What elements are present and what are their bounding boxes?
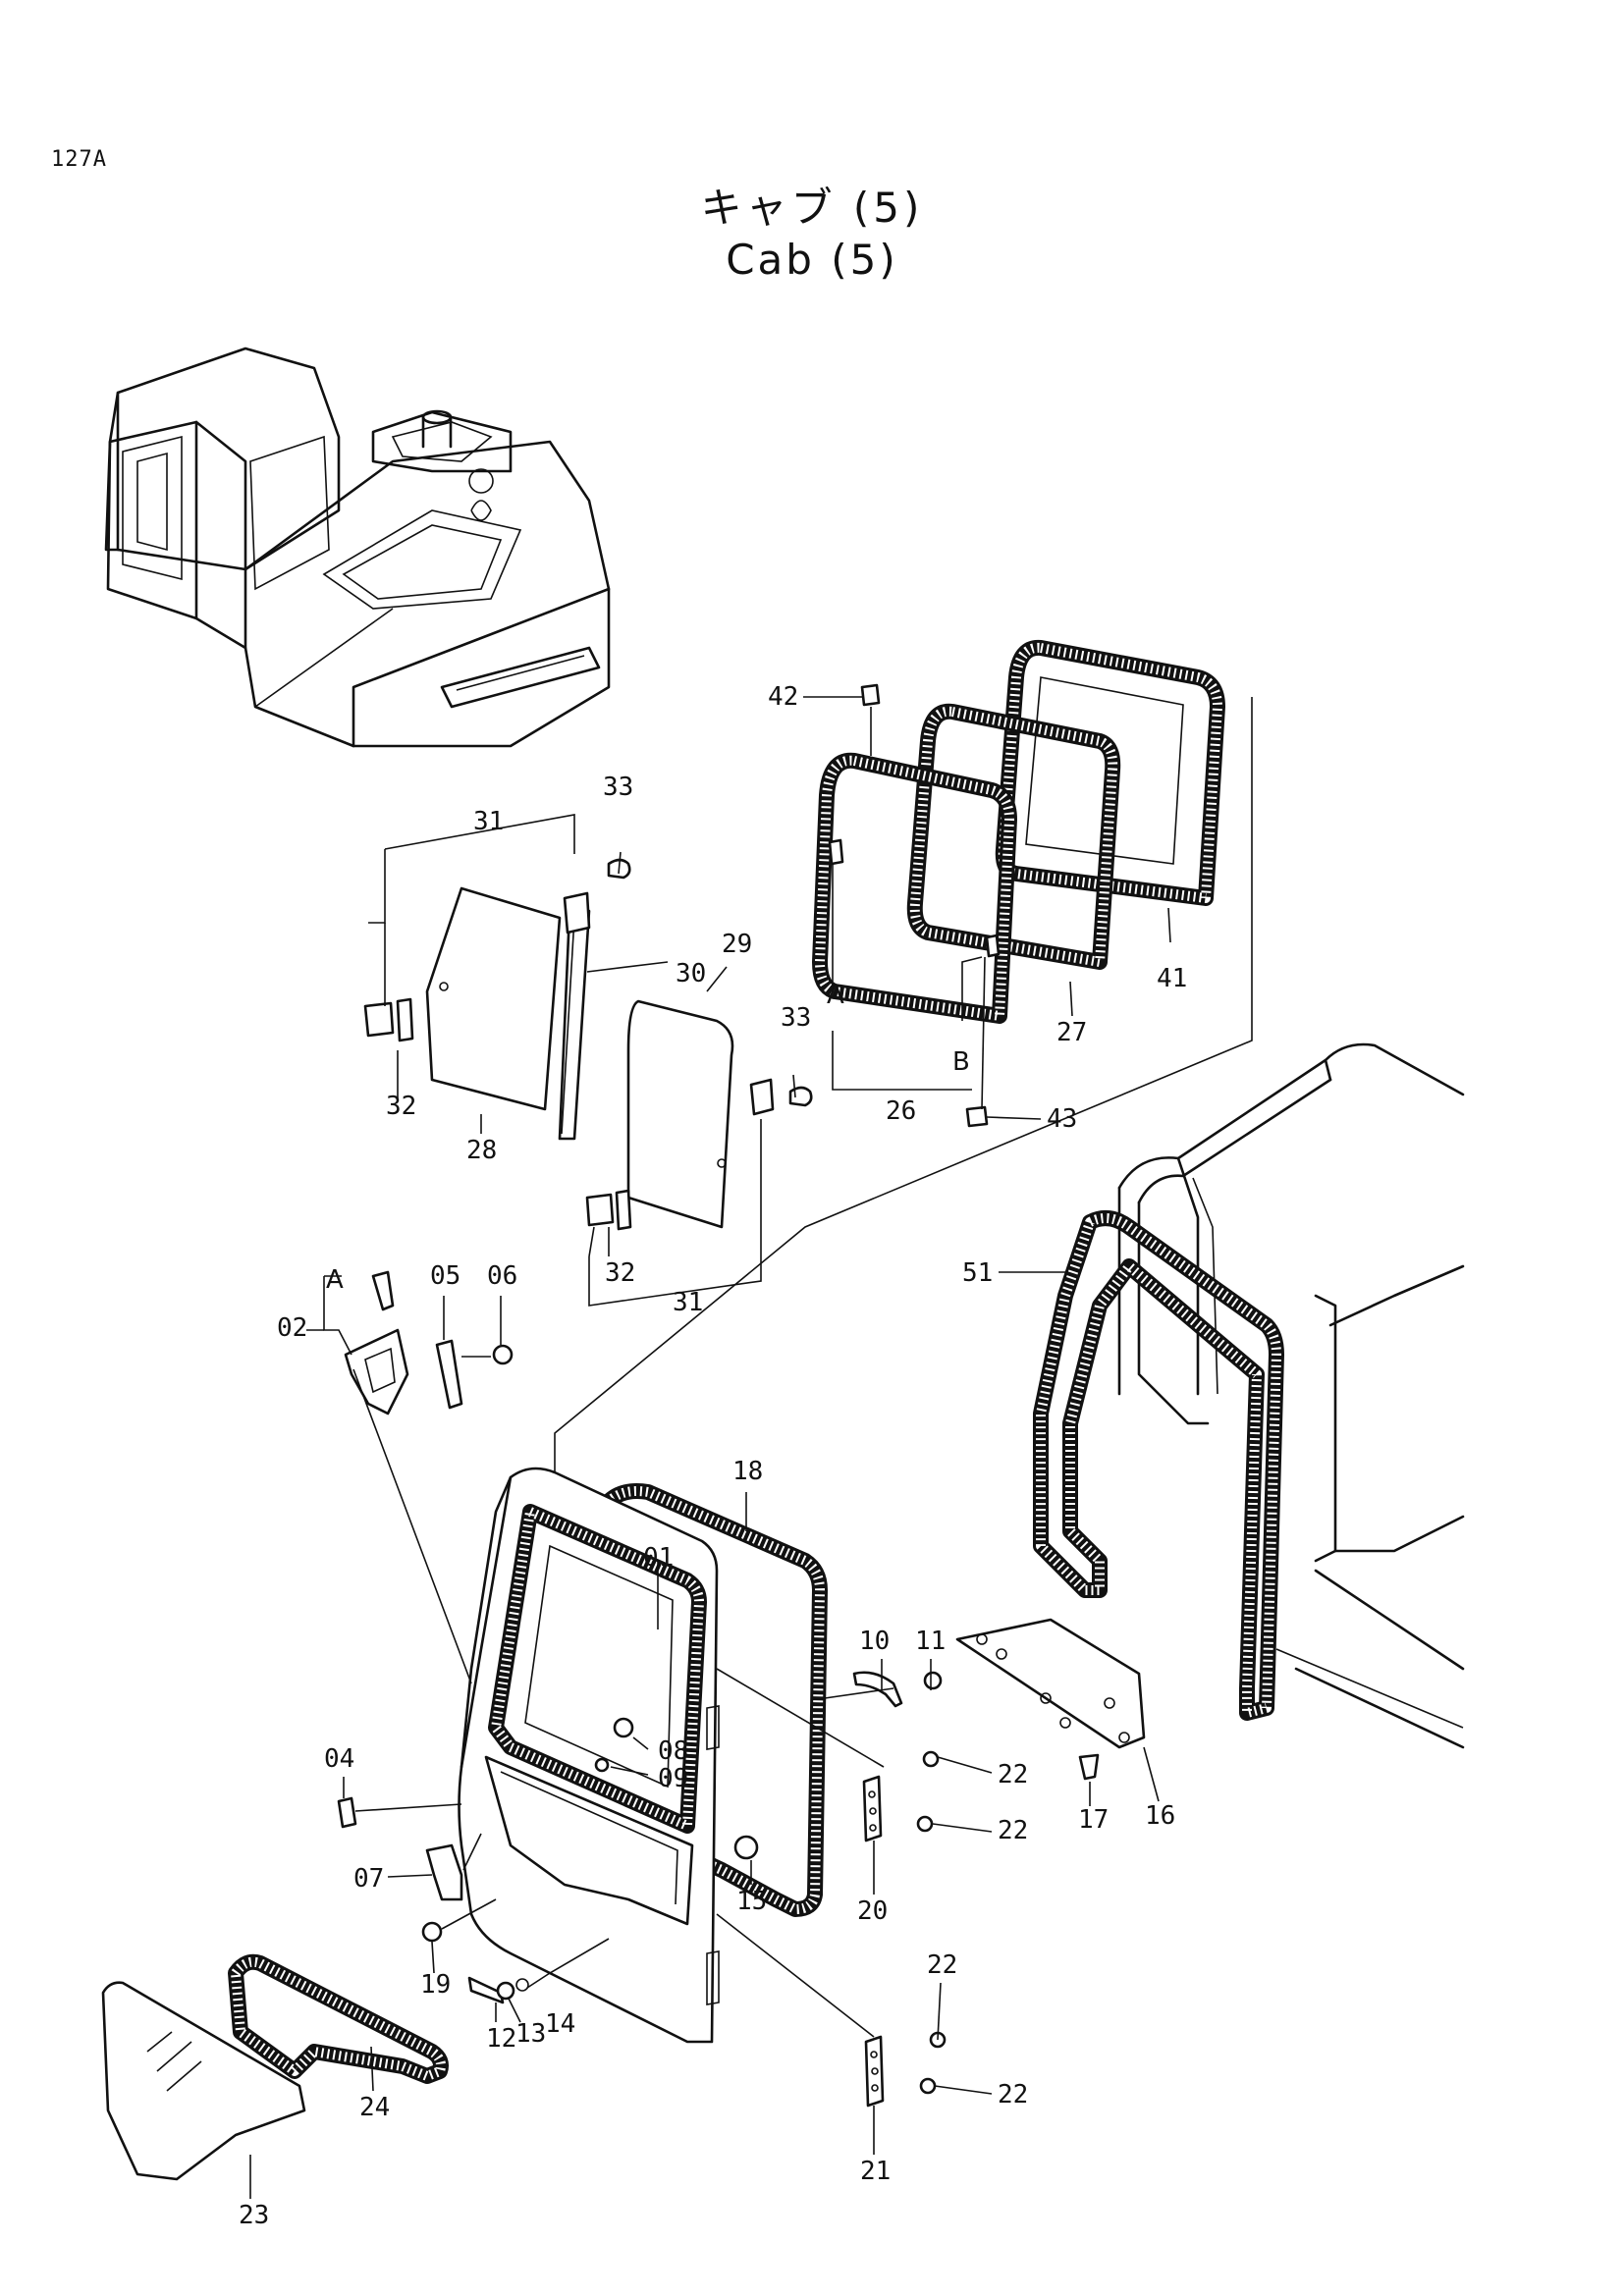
callout-28: 28 <box>466 1136 497 1165</box>
callout-23: 23 <box>239 2201 269 2230</box>
callout-30: 30 <box>676 959 706 988</box>
door-assembly <box>458 1467 993 2155</box>
cab-body-outline <box>999 1042 1465 1749</box>
title-english: Cab (5) <box>726 236 898 284</box>
clip-43 <box>965 1105 989 1128</box>
side-window-group <box>101 1953 449 2199</box>
callout-43: 43 <box>1047 1104 1077 1134</box>
callout-06: 06 <box>487 1261 517 1291</box>
callout-21: 21 <box>860 2157 891 2186</box>
ref-b-seal: B <box>952 1047 970 1077</box>
callout-22-a: 22 <box>998 1760 1028 1789</box>
callout-31-a: 31 <box>473 807 504 836</box>
callout-42: 42 <box>768 682 798 712</box>
callout-32-b: 32 <box>605 1258 635 1288</box>
callout-10: 10 <box>859 1627 890 1656</box>
glass-28 <box>425 886 562 1111</box>
rear-window-group <box>363 814 813 1307</box>
callout-02: 02 <box>277 1313 307 1343</box>
callout-labels: 01 02 04 05 06 07 08 09 10 11 12 13 14 1… <box>239 682 1187 2230</box>
callout-09: 09 <box>658 1764 688 1793</box>
callout-11: 11 <box>915 1627 946 1656</box>
bracket-group <box>955 1618 1160 1806</box>
callout-33-b: 33 <box>781 1003 811 1033</box>
door-frame <box>458 1467 719 2044</box>
page-code: 127A <box>51 147 107 172</box>
callout-22-b: 22 <box>998 1816 1028 1845</box>
reference-letters: A B A <box>326 981 970 1295</box>
callout-27: 27 <box>1056 1018 1087 1047</box>
callout-05: 05 <box>430 1261 460 1291</box>
callout-24: 24 <box>359 2093 390 2122</box>
callout-19: 19 <box>420 1970 451 2000</box>
callout-20: 20 <box>857 1896 888 1926</box>
callout-15: 15 <box>736 1887 767 1916</box>
callout-18: 18 <box>732 1457 763 1486</box>
callout-17: 17 <box>1078 1805 1109 1835</box>
callout-33-a: 33 <box>603 773 633 802</box>
callout-32-a: 32 <box>386 1092 416 1121</box>
callout-01: 01 <box>643 1543 674 1573</box>
callout-26: 26 <box>886 1096 916 1126</box>
lock-handle-group <box>306 1270 610 2023</box>
callout-13: 13 <box>515 2019 546 2049</box>
callout-16: 16 <box>1145 1801 1175 1831</box>
callout-12: 12 <box>486 2024 516 2054</box>
machine-overview <box>104 347 611 748</box>
callout-41: 41 <box>1157 964 1187 993</box>
clip-42 <box>860 683 881 707</box>
callout-29: 29 <box>722 930 752 959</box>
callout-08: 08 <box>658 1736 688 1766</box>
callout-51: 51 <box>962 1258 993 1288</box>
callout-07: 07 <box>353 1864 384 1894</box>
callout-14: 14 <box>545 2009 575 2039</box>
callout-04: 04 <box>324 1744 354 1774</box>
ref-a-lock: A <box>326 1265 344 1295</box>
title-japanese: キャブ (5) <box>700 184 924 232</box>
glass-29 <box>626 999 734 1229</box>
ref-a-seal: A <box>827 981 844 1010</box>
callout-31-b: 31 <box>673 1288 703 1317</box>
callout-22-d: 22 <box>998 2080 1028 2109</box>
callout-22-c: 22 <box>927 1950 957 1980</box>
